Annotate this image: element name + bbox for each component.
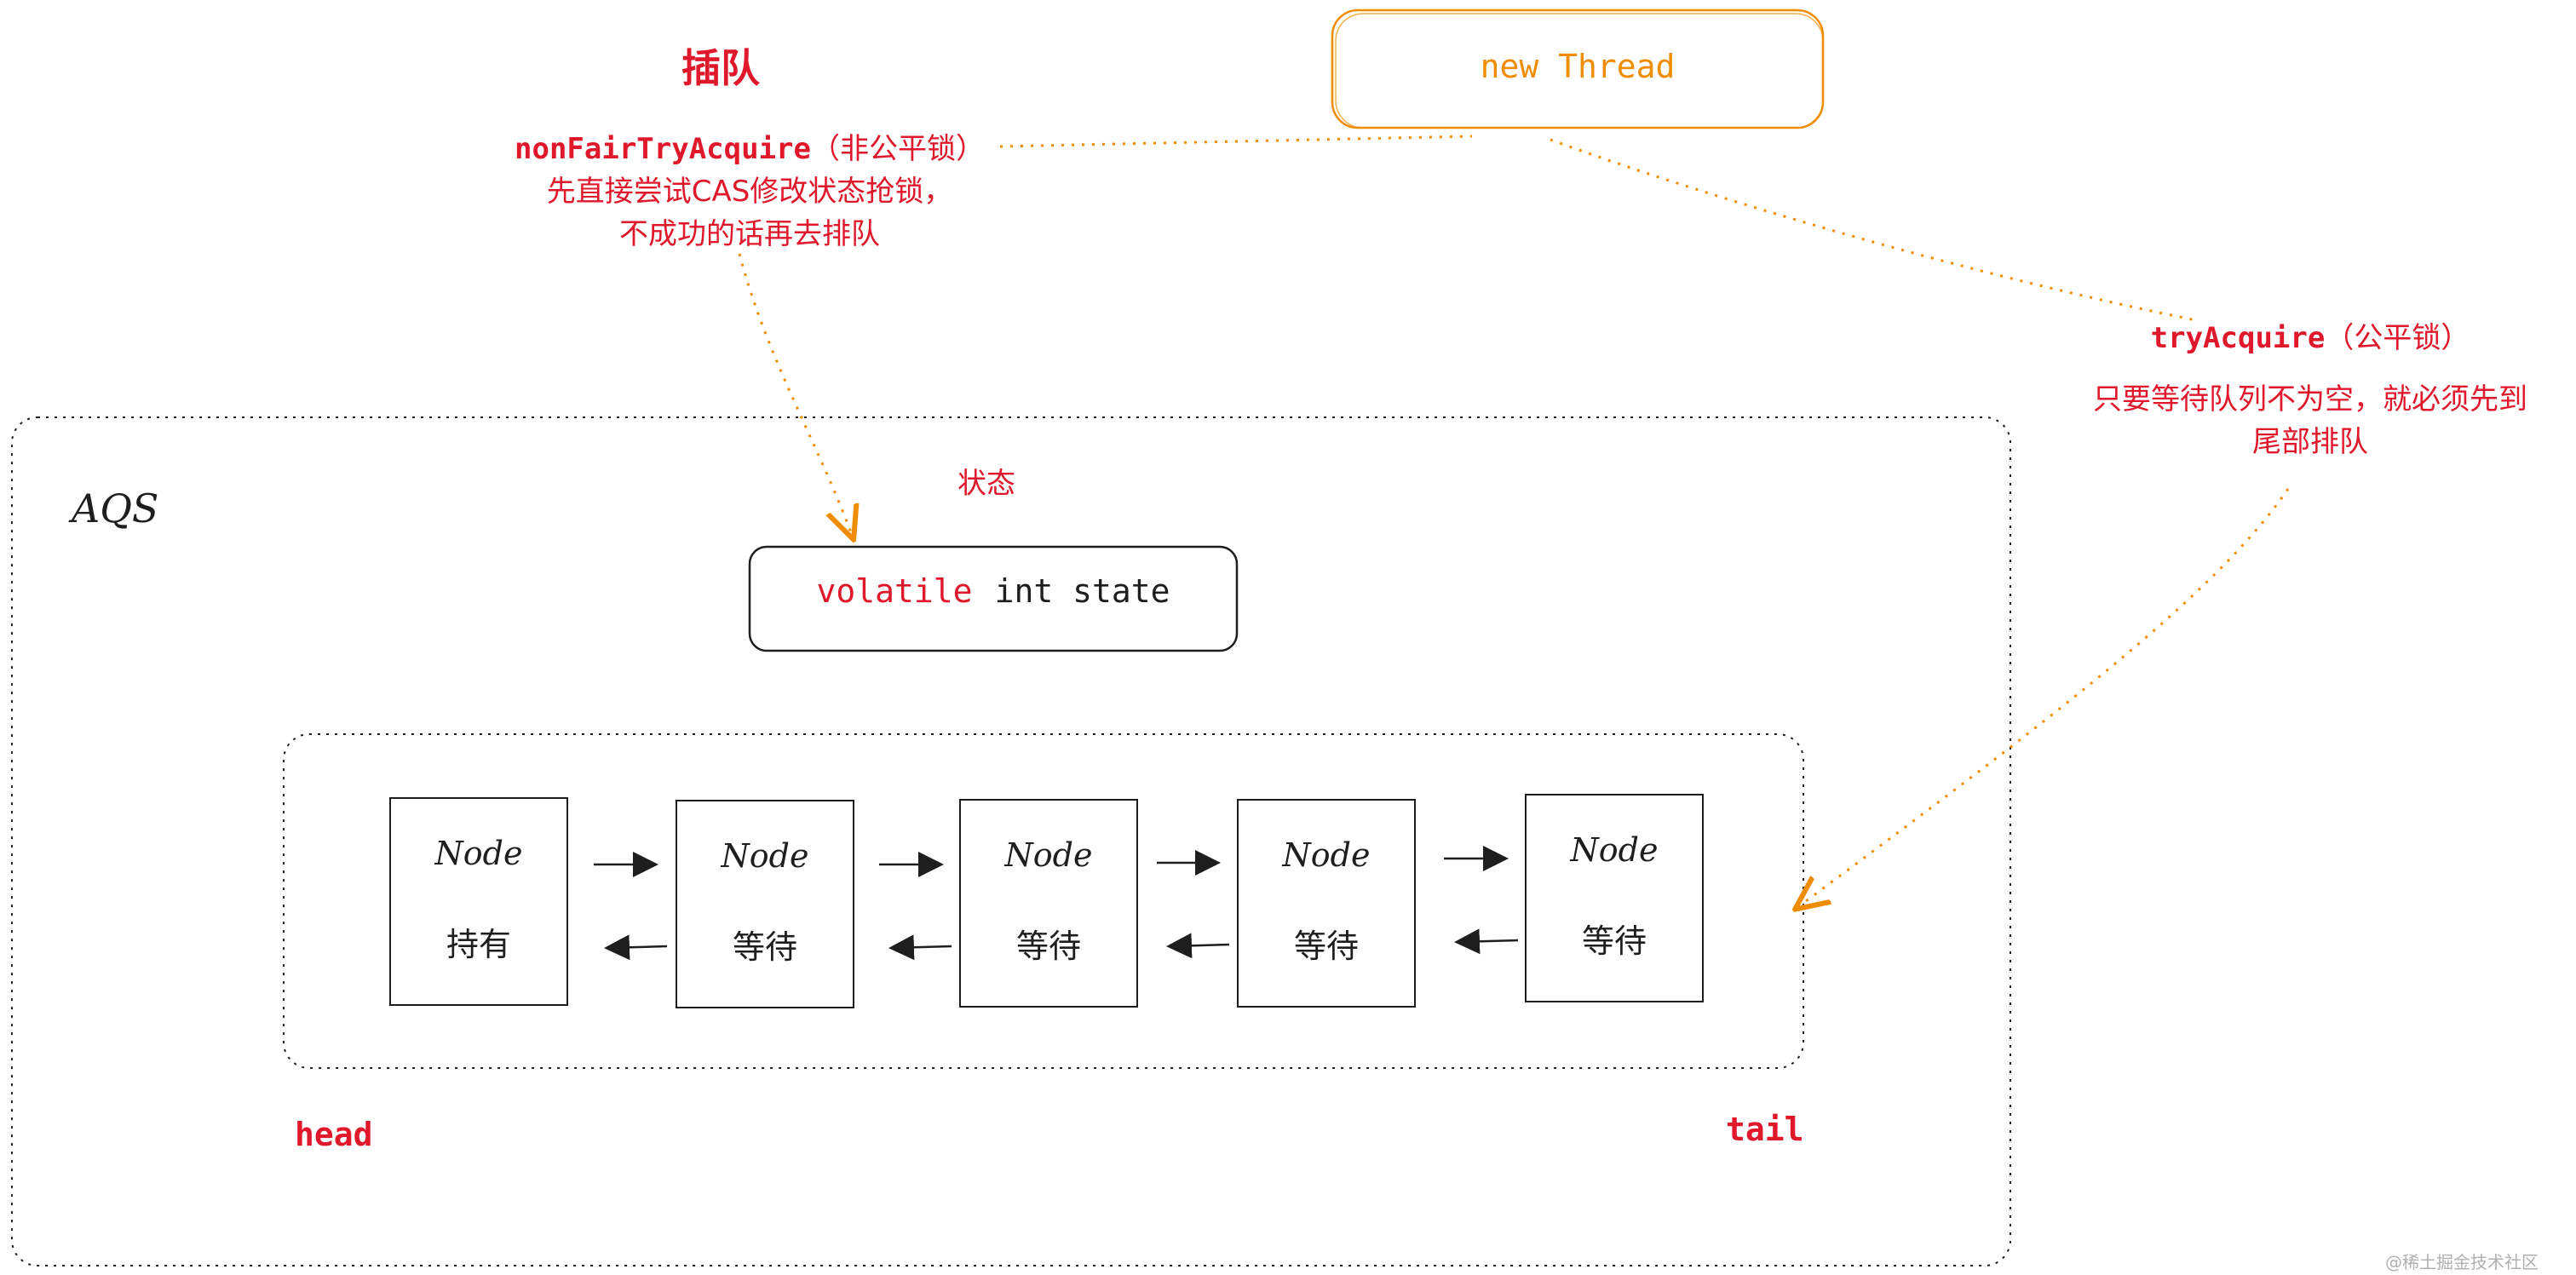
state-decl: int state: [994, 572, 1170, 610]
node-waiting-3: Node 等待: [1237, 799, 1416, 1008]
unfair-line1: 先直接尝试CAS修改状态抢锁，: [546, 175, 953, 209]
queue-frame: [283, 733, 1804, 1069]
prev-arrow-2: [888, 934, 952, 961]
node-waiting-2: Node 等待: [959, 799, 1138, 1008]
tail-label: tail: [1726, 1111, 1804, 1148]
fair-to-tail-arrow: [1799, 488, 2290, 906]
state-box: [748, 545, 1239, 652]
new-thread-label: new Thread: [1480, 48, 1676, 85]
node-status: 等待: [732, 928, 797, 966]
unfair-method: nonFairTryAcquire: [515, 132, 811, 166]
fair-method: tryAcquire: [2150, 321, 2326, 355]
watermark: @稀土掘金技术社区: [2385, 1252, 2539, 1272]
head-label: head: [295, 1116, 373, 1153]
unfair-connector: [999, 135, 1473, 148]
node-label: Node: [721, 837, 809, 875]
node-tail: Node 等待: [1525, 794, 1704, 1002]
prev-arrow-3: [1166, 933, 1230, 959]
thread-to-fair-connector: [1550, 138, 2197, 322]
node-status: 等待: [1581, 922, 1647, 960]
node-head: Node 持有: [389, 797, 568, 1006]
node-label: Node: [1282, 836, 1371, 874]
aqs-frame: [11, 416, 2011, 1266]
node-status: 等待: [1293, 928, 1359, 965]
fair-heading: tryAcquire（公平锁）: [2044, 317, 2576, 359]
fair-suffix: （公平锁）: [2325, 321, 2470, 355]
fair-line1: 只要等待队列不为空，就必须先到: [2093, 382, 2527, 416]
unfair-suffix: （非公平锁）: [811, 132, 985, 166]
node-waiting-1: Node 等待: [676, 800, 854, 1008]
fair-description: tryAcquire（公平锁） 只要等待队列不为空，就必须先到 尾部排队: [2044, 317, 2576, 463]
prev-arrow-4: [1454, 928, 1519, 955]
unfair-line2: 不成功的话再去排队: [619, 217, 880, 251]
unfair-heading: nonFairTryAcquire（非公平锁）: [477, 128, 1022, 170]
node-status: 等待: [1015, 928, 1081, 965]
node-label: Node: [434, 835, 523, 872]
node-status: 持有: [446, 926, 511, 963]
state-caption: 状态: [957, 467, 1015, 501]
state-declaration: volatile int state: [750, 572, 1237, 610]
prev-arrow-1: [604, 934, 668, 961]
state-keyword: volatile: [816, 572, 973, 610]
cut-in-title: 插队: [681, 45, 760, 91]
fair-line2: 尾部排队: [2252, 425, 2368, 459]
aqs-label: AQS: [72, 485, 159, 531]
unfair-description: nonFairTryAcquire（非公平锁） 先直接尝试CAS修改状态抢锁， …: [477, 128, 1022, 256]
unfair-to-state-arrow: [738, 253, 852, 535]
node-label: Node: [1004, 836, 1093, 874]
node-label: Node: [1570, 831, 1659, 869]
